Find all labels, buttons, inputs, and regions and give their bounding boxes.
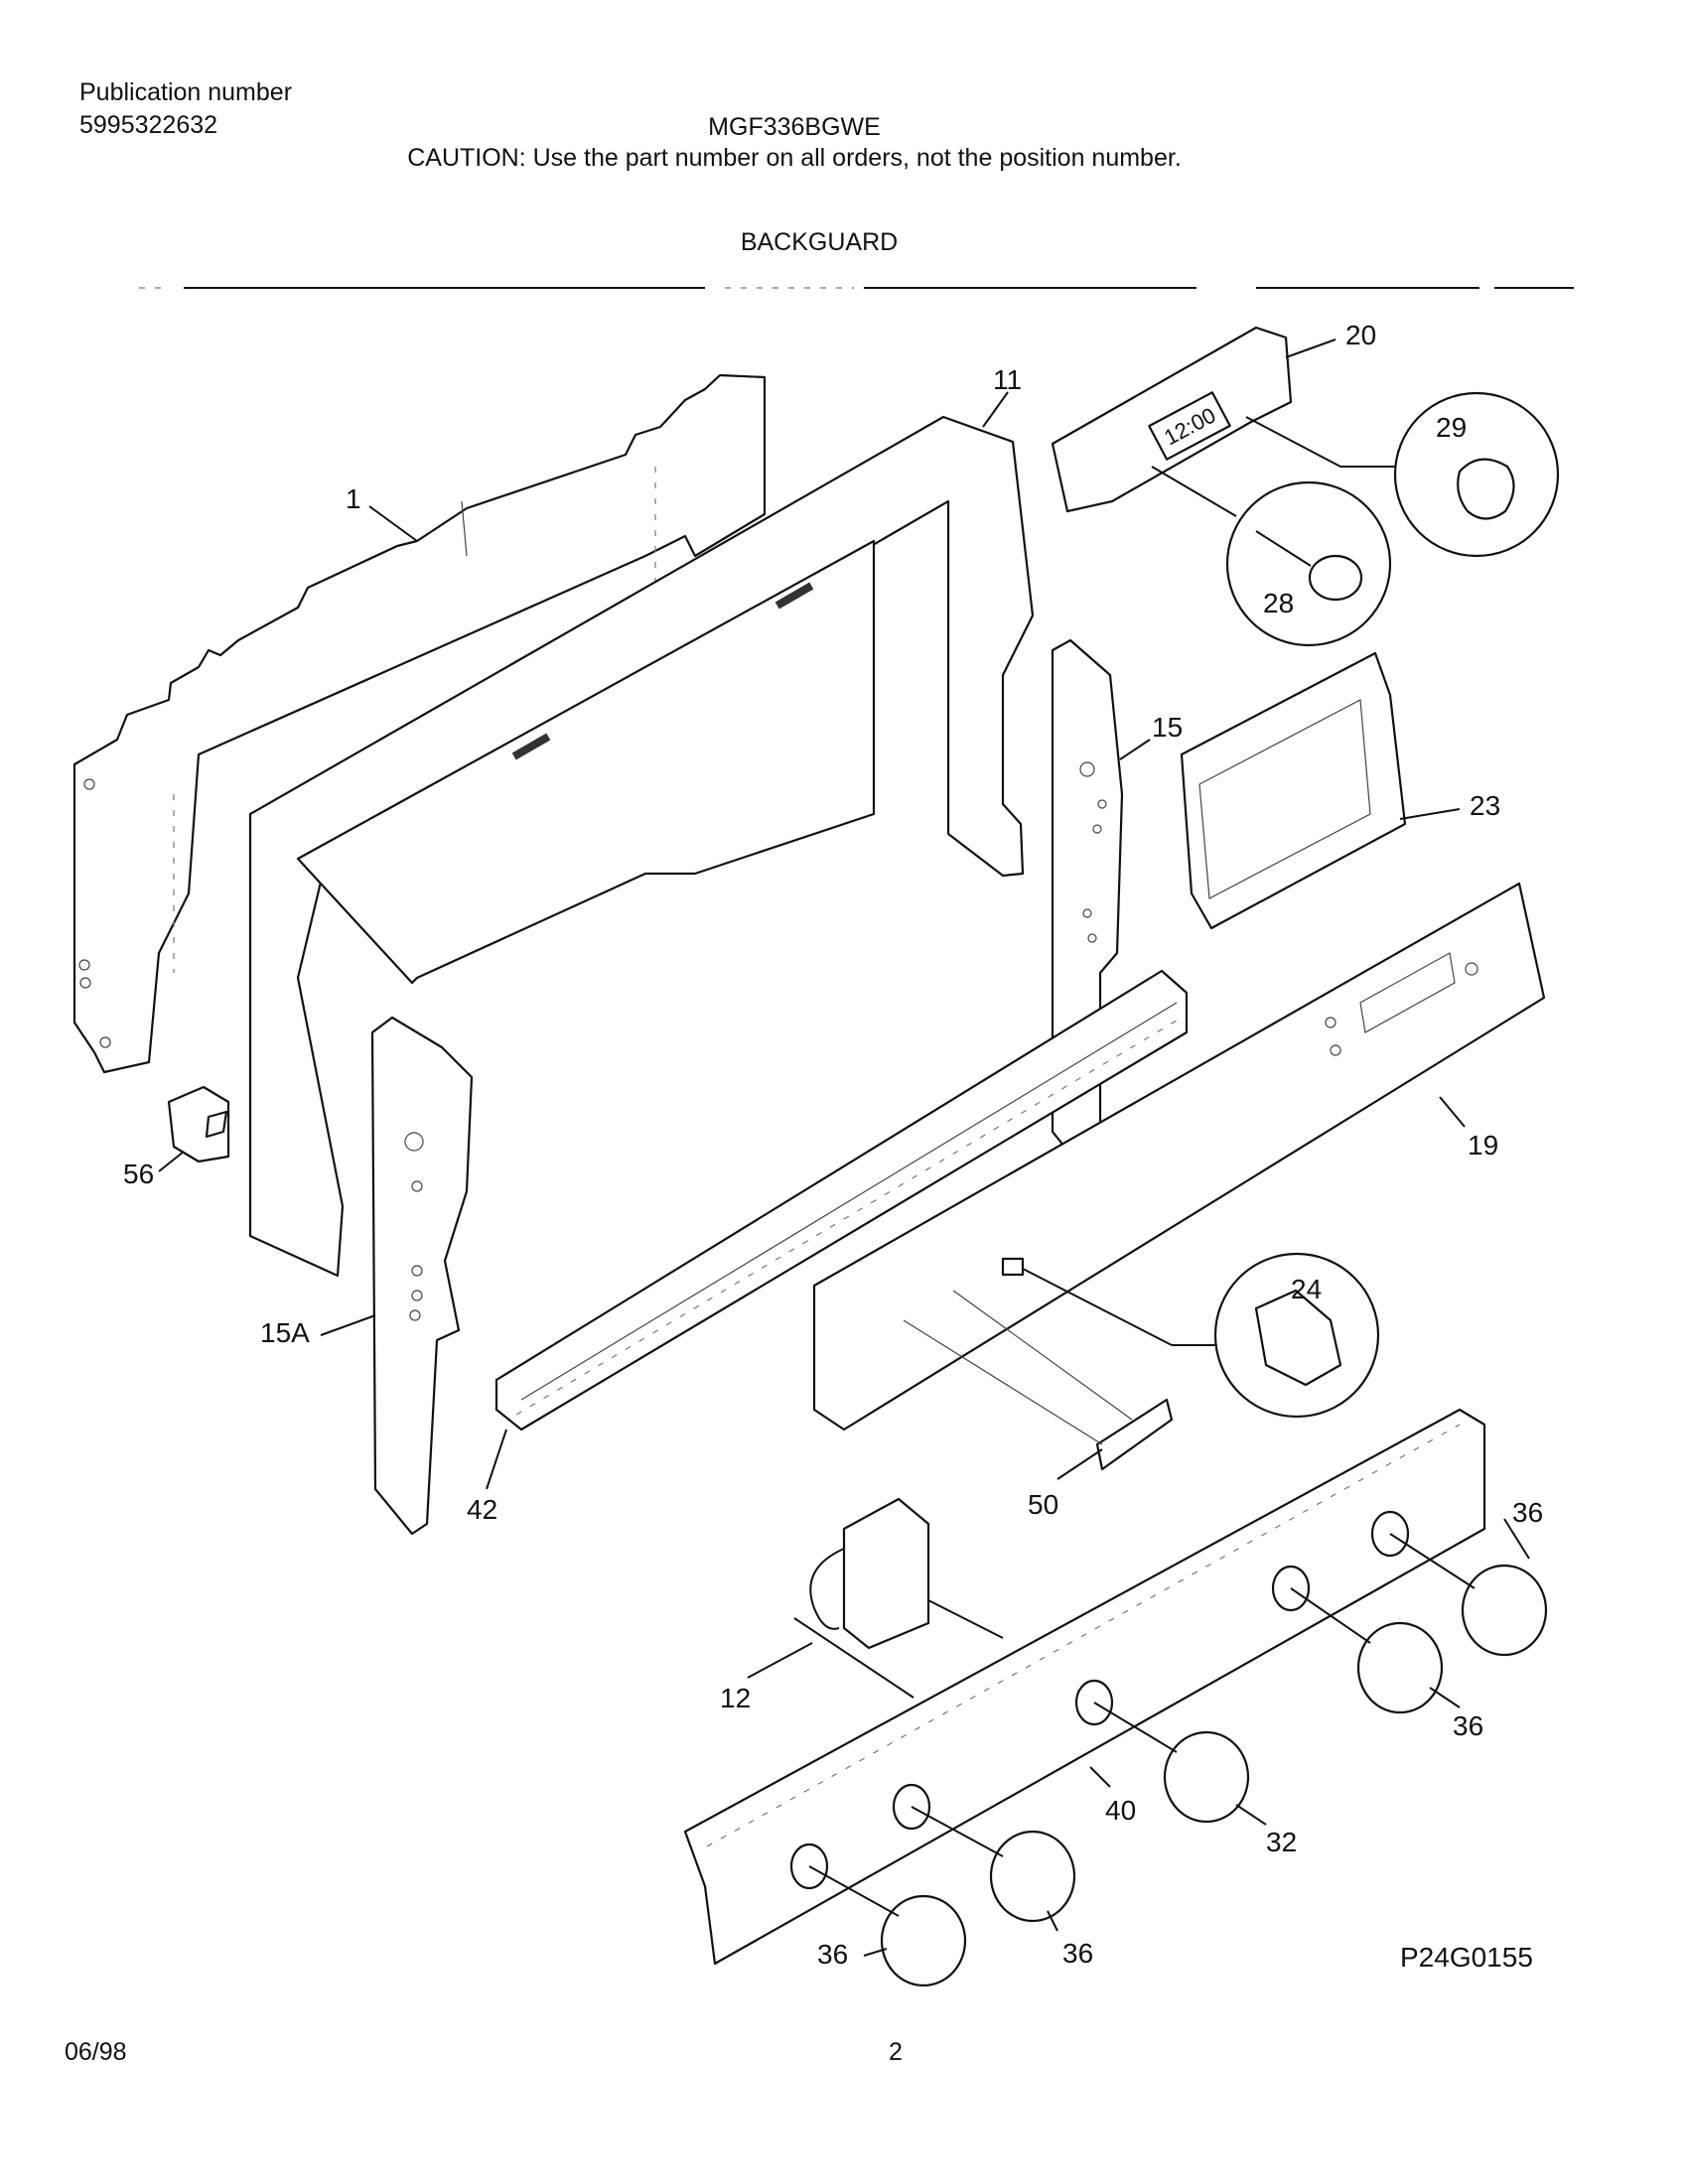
support-rail-part: [494, 969, 1189, 1432]
callout-42: 42: [467, 1494, 497, 1525]
caution-note: CAUTION: Use the part number on all orde…: [407, 144, 1182, 172]
callout-24: 24: [1291, 1274, 1322, 1304]
callout-28: 28: [1263, 588, 1294, 618]
section-title: BACKGUARD: [740, 228, 899, 256]
model-number: MGF336BGWE: [708, 113, 881, 141]
knob-36-lower-left: [880, 1894, 967, 1987]
callout-36-upper: 36: [1453, 1710, 1483, 1741]
knob-36-top: [1461, 1564, 1548, 1657]
callout-numbers: 1 11 20 29 28 15 23 19 56 15A 42 24 50 1…: [123, 320, 1543, 1970]
callout-leaders: [158, 339, 1530, 1957]
knob-36-upper: [1356, 1621, 1444, 1714]
callout-32: 32: [1266, 1827, 1297, 1857]
revision-date: 06/98: [65, 2038, 127, 2066]
callout-15: 15: [1152, 712, 1183, 743]
detail-circle-28: [1151, 466, 1392, 647]
diagram-code: P24G0155: [1400, 1942, 1533, 1973]
control-knobs: [808, 1533, 1548, 1987]
detail-circle-29: [1245, 391, 1560, 558]
callout-36-lower: 36: [1062, 1938, 1093, 1969]
knob-32: [1163, 1730, 1250, 1824]
callout-40: 40: [1105, 1795, 1136, 1826]
knob-36-lower: [989, 1830, 1076, 1923]
page-number: 2: [889, 2038, 903, 2066]
callout-23: 23: [1470, 790, 1500, 821]
valve-switch-part: [793, 1497, 1004, 1699]
callout-11: 11: [993, 364, 1022, 395]
callout-20: 20: [1345, 320, 1376, 350]
callout-12: 12: [720, 1683, 751, 1713]
callout-36-top: 36: [1512, 1497, 1543, 1528]
control-panel-overlay-part: [812, 882, 1546, 1432]
back-panel-part: [72, 373, 767, 1163]
switch-parts: [903, 1252, 1380, 1471]
publication-label: Publication number: [79, 78, 293, 106]
clock-bracket-part: 12:00: [1051, 326, 1293, 513]
backguard-frame-part: [248, 415, 1035, 1278]
side-bracket-left-part: [370, 1016, 474, 1536]
callout-56: 56: [123, 1159, 154, 1189]
publication-number: 5995322632: [79, 111, 218, 139]
callout-36-lower-left: 36: [817, 1939, 848, 1970]
callout-19: 19: [1468, 1130, 1498, 1160]
callout-29: 29: [1436, 412, 1467, 443]
display-panel-part: [1180, 651, 1407, 930]
callout-1: 1: [346, 483, 361, 514]
callout-50: 50: [1028, 1489, 1058, 1520]
callout-15a: 15A: [260, 1317, 310, 1348]
